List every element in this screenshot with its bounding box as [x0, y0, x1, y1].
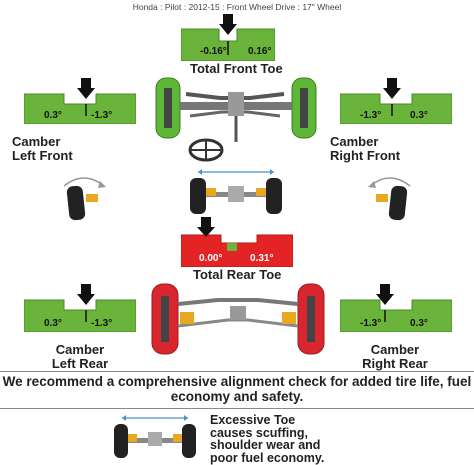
camber-lf-label-line1: Camber	[12, 134, 61, 149]
divider-top	[0, 371, 474, 372]
camber-left-rear-label: Camber Left Rear	[40, 343, 120, 371]
camber-left-front-gauge	[24, 76, 136, 124]
note-line4: poor fuel economy.	[210, 450, 325, 465]
camber-lf-right-value: -1.3°	[91, 110, 113, 121]
camber-rr-pointer-arrow-icon	[376, 284, 394, 305]
camber-lf-left-value: 0.3°	[44, 110, 62, 121]
rear-toe-label: Total Rear Toe	[193, 267, 282, 282]
camber-lf-pointer-arrow-icon	[77, 78, 95, 99]
camber-rf-right-value: 0.3°	[410, 110, 428, 121]
vehicle-header: Honda : Pilot : 2012-15 : Front Wheel Dr…	[132, 2, 342, 12]
camber-lr-right-value: -1.3°	[91, 318, 113, 329]
front-toe-left-value: -0.16°	[200, 46, 227, 57]
camber-rr-label-line2: Right Rear	[362, 356, 428, 371]
camber-rf-label-line1: Camber	[330, 134, 379, 149]
camber-rf-pointer-arrow-icon	[383, 78, 401, 99]
rear-toe-right-value: 0.31°	[250, 253, 274, 264]
excessive-toe-illustration	[112, 414, 198, 460]
rear-toe-left-value: 0.00°	[199, 253, 223, 264]
rear-toe-pointer-arrow-icon	[197, 217, 215, 237]
camber-rf-left-value: -1.3°	[360, 110, 382, 121]
camber-lr-left-value: 0.3°	[44, 318, 62, 329]
camber-right-front-gauge	[340, 76, 452, 124]
front-toe-pointer-arrow-icon	[219, 14, 237, 35]
note-line2: causes scuffing,	[210, 425, 308, 440]
excessive-toe-note: Excessive Toe causes scuffing, shoulder …	[210, 414, 324, 464]
camber-right-wheel-icon	[366, 172, 414, 222]
camber-lf-label-line2: Left Front	[12, 148, 73, 163]
front-axle-illustration	[150, 72, 320, 172]
camber-lr-label-line2: Left Rear	[51, 356, 109, 371]
camber-left-wheel-icon	[60, 172, 108, 222]
camber-left-front-label: Camber Left Front	[12, 135, 73, 163]
camber-lr-label-line1: Camber	[55, 342, 105, 357]
camber-rr-label-line1: Camber	[370, 342, 420, 357]
camber-rr-right-value: 0.3°	[410, 318, 428, 329]
camber-right-rear-label: Camber Right Rear	[350, 343, 440, 371]
recommendation-text: We recommend a comprehensive alignment c…	[2, 374, 472, 404]
camber-right-front-label: Camber Right Front	[330, 135, 400, 163]
camber-rr-left-value: -1.3°	[360, 318, 382, 329]
camber-left-rear-gauge	[24, 284, 136, 332]
front-toe-right-value: 0.16°	[248, 46, 272, 57]
camber-right-rear-gauge	[340, 284, 452, 332]
front-toe-gauge	[181, 11, 275, 61]
front-toe-label: Total Front Toe	[190, 61, 283, 76]
note-line3: shoulder wear and	[210, 438, 321, 452]
divider-bottom	[0, 408, 474, 409]
note-line1: Excessive Toe	[210, 413, 296, 427]
rear-axle-illustration	[148, 282, 328, 364]
rear-toe-gauge	[181, 215, 293, 267]
camber-lr-pointer-arrow-icon	[77, 284, 95, 305]
toe-illustration	[188, 168, 284, 218]
camber-rf-label-line2: Right Front	[330, 148, 401, 163]
